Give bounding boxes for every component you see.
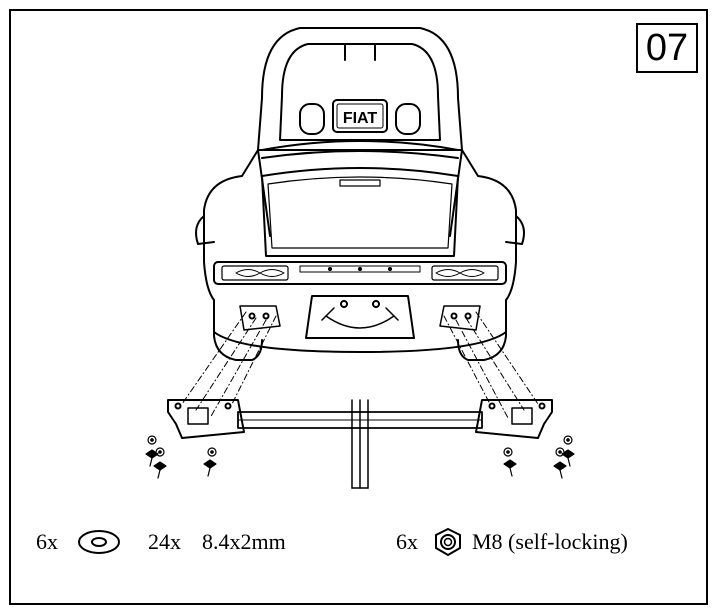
rear-bumper xyxy=(213,261,507,285)
wheel-right xyxy=(457,299,507,361)
plate-recess xyxy=(305,295,415,339)
car-bracket-left xyxy=(239,305,281,331)
nut-icon xyxy=(435,527,461,557)
car-bracket-right xyxy=(439,305,481,331)
fiat-badge xyxy=(332,99,388,133)
washer-icon xyxy=(78,530,120,554)
washer-spec: 8.4x2mm xyxy=(202,529,286,554)
nut-spec: M8 (self-locking) xyxy=(472,529,628,554)
rear-window xyxy=(279,43,441,141)
washer-quantity: 6x xyxy=(36,529,58,554)
washer-quantity-2: 24x xyxy=(148,529,181,554)
bracket-left xyxy=(167,399,245,439)
body-right xyxy=(359,149,517,353)
figure-frame xyxy=(9,9,708,605)
bracket-right xyxy=(475,399,553,439)
body-left xyxy=(203,149,361,353)
center-arm xyxy=(351,399,369,489)
nut-quantity: 6x xyxy=(396,529,418,554)
roof-outline xyxy=(257,27,463,151)
tow-bar-assembly xyxy=(167,399,553,489)
step-number: 07 xyxy=(636,23,698,73)
fiat-badge-text: FIAT xyxy=(343,110,378,127)
wheel-left xyxy=(213,299,263,361)
